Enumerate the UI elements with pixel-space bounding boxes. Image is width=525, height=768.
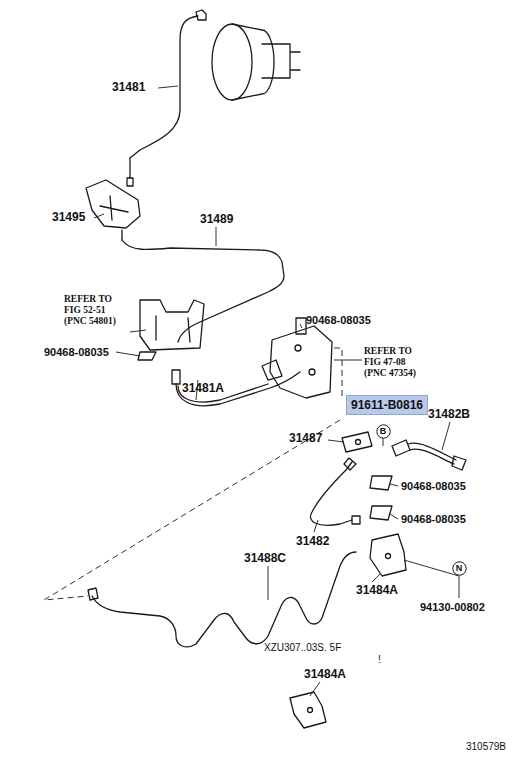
brake-pipe (130, 16, 198, 178)
pipe-fitting (352, 516, 360, 524)
bracket (86, 180, 140, 228)
circle-outline (452, 561, 465, 574)
callout-number: 31495 (52, 211, 85, 224)
note-mark: ! (378, 654, 381, 665)
leader-line (300, 324, 302, 328)
leader-line (268, 566, 269, 600)
flex-hose (408, 443, 456, 464)
frame-bracket (140, 300, 204, 350)
part-number: 90468-08035 (44, 346, 109, 358)
highlight-box: 91611-B0816 (346, 395, 428, 415)
pipe-fitting (121, 230, 122, 240)
reference-note: REFER TO FIG 47-08 (PNC 47354) (364, 346, 430, 379)
bolt-hole (309, 369, 315, 375)
clip (262, 360, 282, 380)
hose-fitting (392, 440, 410, 456)
pipe-fitting (127, 178, 133, 186)
bolt-hole (295, 345, 301, 351)
assembly-line (334, 348, 342, 396)
callout-number: 31481 (112, 81, 145, 94)
leader-line (383, 438, 384, 446)
node-text: B (380, 427, 387, 436)
part-number: 90468-08035 (401, 513, 466, 525)
bracket-detail (100, 196, 128, 220)
callout-number: 31484A (304, 668, 346, 681)
node-text: N (456, 564, 463, 573)
callout-number: 31481A (182, 382, 224, 395)
bracket (370, 534, 406, 576)
leader-line (310, 682, 320, 696)
part-number: 90468-08035 (401, 480, 466, 492)
leader-line (334, 360, 362, 361)
circle-outline (376, 424, 389, 437)
callout-number: 31487 (289, 432, 322, 445)
leader-line (94, 214, 104, 218)
part-number: 90468-08035 (306, 314, 371, 326)
leader-line (372, 574, 380, 582)
leader-line (314, 520, 318, 532)
callout-number: 31484A (356, 584, 398, 597)
booster-drum (212, 24, 252, 100)
leader-line (442, 422, 450, 450)
clip (370, 476, 392, 490)
callout-number: 31482B (428, 408, 470, 421)
brake-pipe (92, 552, 356, 647)
leader-line (328, 440, 344, 442)
marker-circle: B (376, 424, 391, 439)
brake-pipe (310, 462, 352, 525)
pipe-fitting (344, 458, 356, 470)
leader-line (390, 514, 398, 519)
frame-bracket (270, 326, 332, 398)
leader-line (216, 227, 217, 246)
leader-line (390, 484, 398, 486)
leader-line (116, 352, 140, 356)
brake-pipe (122, 240, 284, 342)
leader-line (459, 576, 460, 598)
leader-line (130, 330, 146, 332)
leader-line (404, 560, 459, 576)
bolt-hole (386, 554, 391, 559)
booster-body (232, 24, 274, 100)
union-nut (196, 10, 206, 20)
callout-number: 31488C (244, 552, 286, 565)
leader-line (158, 86, 178, 88)
callout-number: 31482 (296, 535, 329, 548)
booster-stud (262, 44, 300, 78)
pipe-fitting (88, 588, 98, 600)
clip (138, 352, 156, 360)
bracket (290, 692, 326, 728)
assembly-line (44, 420, 340, 600)
figure-number: 310579B (466, 741, 506, 752)
callout-number: 31489 (200, 213, 233, 226)
hose-fitting (452, 456, 466, 470)
bracket-detail (156, 316, 190, 342)
clip (370, 506, 392, 520)
bolt-hole (356, 440, 361, 445)
small-bracket (342, 432, 372, 452)
bolt-hole (308, 708, 313, 713)
node-text: 91611-B0816 (351, 398, 423, 412)
reference-note: REFER TO FIG 52-51 (PNC 54801) (64, 294, 130, 327)
model-code: XZU307..03S. 5F (264, 642, 341, 653)
marker-circle: N (452, 561, 467, 576)
clip (296, 318, 306, 334)
part-number: 94130-00802 (420, 601, 485, 613)
hose-fitting (172, 370, 180, 384)
